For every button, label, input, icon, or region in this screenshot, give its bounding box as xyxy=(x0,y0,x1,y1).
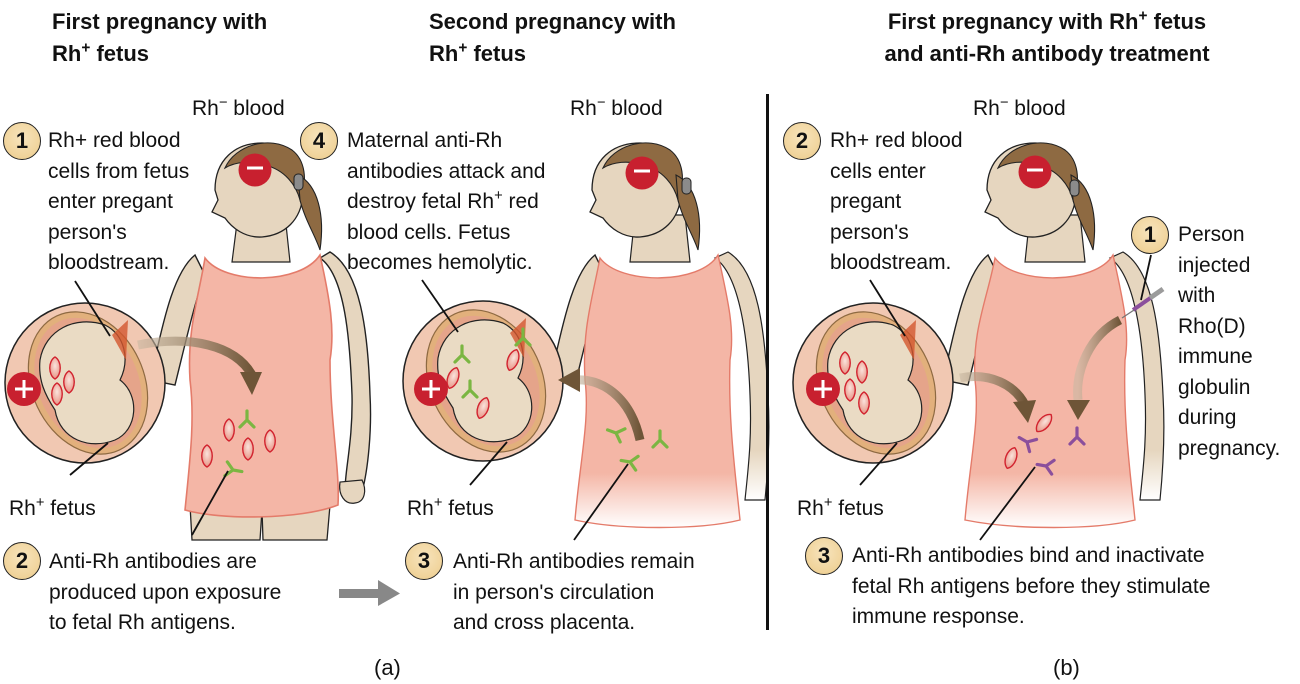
rh-positive-marker-3 xyxy=(806,372,840,406)
step-text-a4: Maternal anti-Rh antibodies attack and d… xyxy=(347,129,546,274)
rh-positive-marker-1 xyxy=(7,372,41,406)
fetus-label-3: Rh+ fetus xyxy=(797,494,884,520)
rh-positive-marker-2 xyxy=(414,372,448,406)
fetus-label-1: Rh+ fetus xyxy=(9,494,96,520)
caption-a: (a) xyxy=(374,655,401,680)
title-line-2: and anti-Rh antibody treatment xyxy=(884,41,1210,66)
step-badge-a1: 1 xyxy=(3,122,41,160)
step-text-a1: Rh+ red blood cells from fetus enter pre… xyxy=(48,129,190,274)
transition-arrow xyxy=(339,580,400,606)
title-line-1: Second pregnancy with xyxy=(429,9,676,34)
step-badge-a4: 4 xyxy=(300,122,338,160)
step-text-a3: Anti-Rh antibodies remain in person's ci… xyxy=(453,550,695,634)
step-badge-a3: 3 xyxy=(405,542,443,580)
title-line-2: Rh+ fetus xyxy=(429,39,527,66)
step-badge-b2: 2 xyxy=(783,122,821,160)
rh-negative-marker-2 xyxy=(625,156,659,190)
rh-negative-marker-1 xyxy=(238,153,272,187)
panel-divider xyxy=(766,94,769,630)
title-line-2: Rh+ fetus xyxy=(52,39,150,66)
blood-type-label-2: Rh− blood xyxy=(570,94,663,120)
caption-b: (b) xyxy=(1053,655,1080,680)
step-text-b1: Person injected with Rho(D) immune globu… xyxy=(1178,223,1281,460)
step-badge-b1: 1 xyxy=(1131,216,1169,254)
rh-negative-marker-3 xyxy=(1018,155,1052,189)
panel-a-second-title: Second pregnancy with Rh+ fetus xyxy=(429,6,676,70)
step-text-b2: Rh+ red blood cells enter pregant person… xyxy=(830,129,963,274)
step-badge-b3: 3 xyxy=(805,537,843,575)
panel-b-title: First pregnancy with Rh+ fetus and anti-… xyxy=(862,6,1232,70)
fetus-womb-inset-3 xyxy=(792,302,954,464)
woman-figure-1 xyxy=(149,142,372,541)
title-line-1: First pregnancy with Rh+ fetus xyxy=(887,7,1207,34)
step-text-a2: Anti-Rh antibodies are produced upon exp… xyxy=(49,550,282,634)
blood-type-label-1: Rh− blood xyxy=(192,94,285,120)
step-text-b3: Anti-Rh antibodies bind and inactivate f… xyxy=(852,544,1211,628)
syringe-icon xyxy=(1121,286,1165,319)
fetus-label-2: Rh+ fetus xyxy=(407,494,494,520)
woman-figure-2 xyxy=(549,142,770,529)
title-line-1: First pregnancy with xyxy=(52,9,268,34)
panel-a-first-title: First pregnancy with Rh+ fetus xyxy=(52,6,267,70)
step-badge-a2: 2 xyxy=(3,542,41,580)
woman-figure-3 xyxy=(942,142,1165,529)
fetus-womb-inset-1 xyxy=(4,302,166,464)
blood-type-label-3: Rh− blood xyxy=(973,94,1066,120)
